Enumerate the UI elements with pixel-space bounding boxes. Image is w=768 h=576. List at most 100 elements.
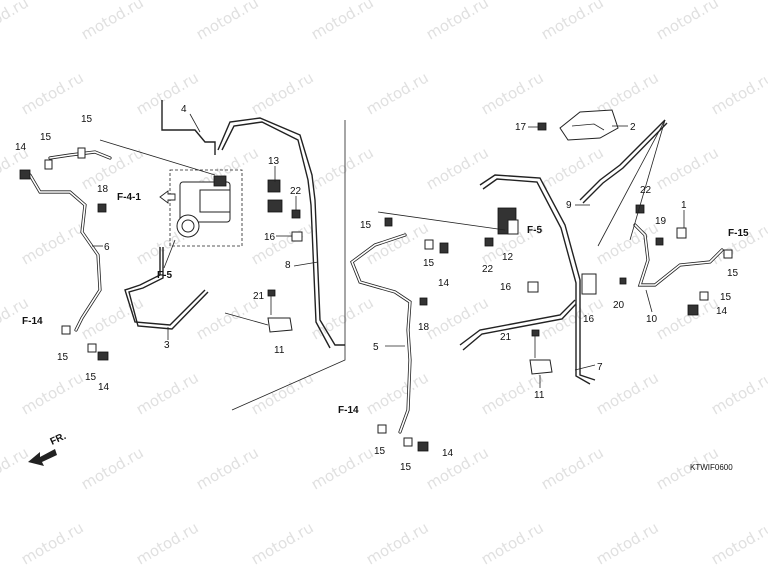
clip-16-mid — [527, 281, 539, 293]
watermark-text: motod.ru — [18, 518, 87, 568]
sensor-16-right — [581, 273, 597, 295]
cover-2 — [559, 109, 619, 141]
joint-13b — [267, 199, 283, 213]
watermark-text: motod.ru — [308, 143, 377, 193]
watermark-text: motod.ru — [133, 518, 202, 568]
callout-15: 15 — [727, 268, 739, 279]
callout-15: 15 — [360, 220, 372, 231]
callout-18: 18 — [97, 184, 109, 195]
watermark-text: motod.ru — [18, 218, 87, 268]
callout-22: 22 — [482, 264, 494, 275]
watermark-text: motod.ru — [78, 0, 147, 43]
watermark-text: motod.ru — [593, 368, 662, 418]
bolt-15-mid — [384, 217, 393, 227]
callout-11: 11 — [274, 345, 285, 356]
callout-15: 15 — [374, 446, 386, 457]
diagram-code: KTWIF0600 — [690, 463, 733, 472]
callout-21: 21 — [253, 291, 265, 302]
bolt-1 — [676, 227, 687, 239]
watermark-text: motod.ru — [363, 68, 432, 118]
ref-f14: F-14 — [338, 405, 359, 416]
callout-16: 16 — [583, 314, 595, 325]
bolt-22-left — [291, 209, 301, 219]
leader-10 — [645, 289, 653, 313]
washer-15-left-top — [44, 159, 53, 170]
brake-pipe-4 — [161, 100, 216, 155]
watermark-text: motod.ru — [193, 0, 262, 43]
bolt-19 — [655, 237, 664, 246]
callout-17: 17 — [515, 122, 527, 133]
callout-15: 15 — [423, 258, 435, 269]
watermark-text: motod.ru — [363, 218, 432, 268]
callout-2: 2 — [630, 122, 636, 133]
callout-16: 16 — [264, 232, 276, 243]
brake-pipe-7 — [459, 299, 576, 346]
callout-7: 7 — [597, 362, 603, 373]
callout-15: 15 — [57, 352, 69, 363]
abs-modulator-box — [169, 169, 243, 247]
leader-9-b — [629, 119, 666, 241]
callout-8: 8 — [285, 260, 291, 271]
callout-15: 15 — [720, 292, 732, 303]
watermark-text: motod.ru — [133, 68, 202, 118]
watermark-text: motod.ru — [478, 518, 547, 568]
callout-15: 15 — [85, 372, 97, 383]
callout-15: 15 — [81, 114, 93, 125]
washer-15-left-bot2 — [87, 343, 97, 353]
clip-16-left — [291, 231, 303, 242]
watermark-text: motod.ru — [593, 218, 662, 268]
leader-f5a — [163, 239, 176, 269]
brake-pipe-9b — [482, 178, 591, 385]
cover-2-detail — [571, 123, 605, 131]
washer-15-bot2 — [403, 437, 413, 447]
watermark-text: motod.ru — [248, 518, 317, 568]
watermark-text: motod.ru — [0, 443, 32, 493]
watermark-text: motod.ru — [653, 0, 722, 43]
callout-14: 14 — [442, 448, 454, 459]
watermark-text: motod.ru — [708, 368, 768, 418]
brake-pipe-9 — [479, 174, 596, 381]
washer-15-right — [723, 249, 733, 259]
bolt-14-mid — [439, 242, 449, 254]
bracket-11-right — [529, 359, 553, 375]
ref-f14: F-14 — [22, 316, 43, 327]
bolt-14-left-bot — [97, 351, 109, 361]
brake-pipe-7b — [462, 303, 577, 351]
watermark-text: motod.ru — [593, 518, 662, 568]
callout-5: 5 — [373, 342, 379, 353]
leader-12-left — [99, 139, 216, 176]
brake-pipe-9-upper — [579, 119, 666, 201]
watermark-text: motod.ru — [538, 293, 607, 343]
bolt-18-right — [419, 297, 428, 306]
leader-11a — [224, 312, 269, 326]
callout-13: 13 — [268, 156, 280, 167]
callout-3: 3 — [164, 340, 170, 351]
callout-20: 20 — [613, 300, 625, 311]
callout-4: 4 — [181, 104, 187, 115]
bolt-17 — [537, 122, 547, 131]
ref-f15: F-15 — [728, 228, 749, 239]
watermark-text: motod.ru — [0, 0, 32, 43]
brake-hose-6-inner — [29, 174, 101, 331]
ref-f5: F-5 — [527, 225, 542, 236]
watermark-text: motod.ru — [538, 0, 607, 43]
arrow-f41 — [159, 190, 176, 204]
fr-arrow — [28, 449, 57, 466]
callout-9: 9 — [566, 200, 572, 211]
bolt-21-right — [531, 329, 540, 337]
joint-13 — [267, 179, 281, 193]
bolt-22-mid — [484, 237, 494, 247]
bolt-14-left-top — [19, 169, 31, 180]
bolt-18-left — [97, 203, 107, 213]
bolt-20 — [619, 277, 627, 285]
leader-4 — [189, 113, 201, 133]
brake-hose-5-inner — [351, 234, 411, 433]
brake-pipe-3 — [124, 247, 206, 326]
washer-15-mid — [424, 239, 434, 250]
bracket-11-left — [267, 317, 293, 333]
watermark-text: motod.ru — [653, 143, 722, 193]
callout-22: 22 — [290, 186, 302, 197]
callout-21: 21 — [500, 332, 512, 343]
bolt-21-left — [267, 289, 276, 297]
